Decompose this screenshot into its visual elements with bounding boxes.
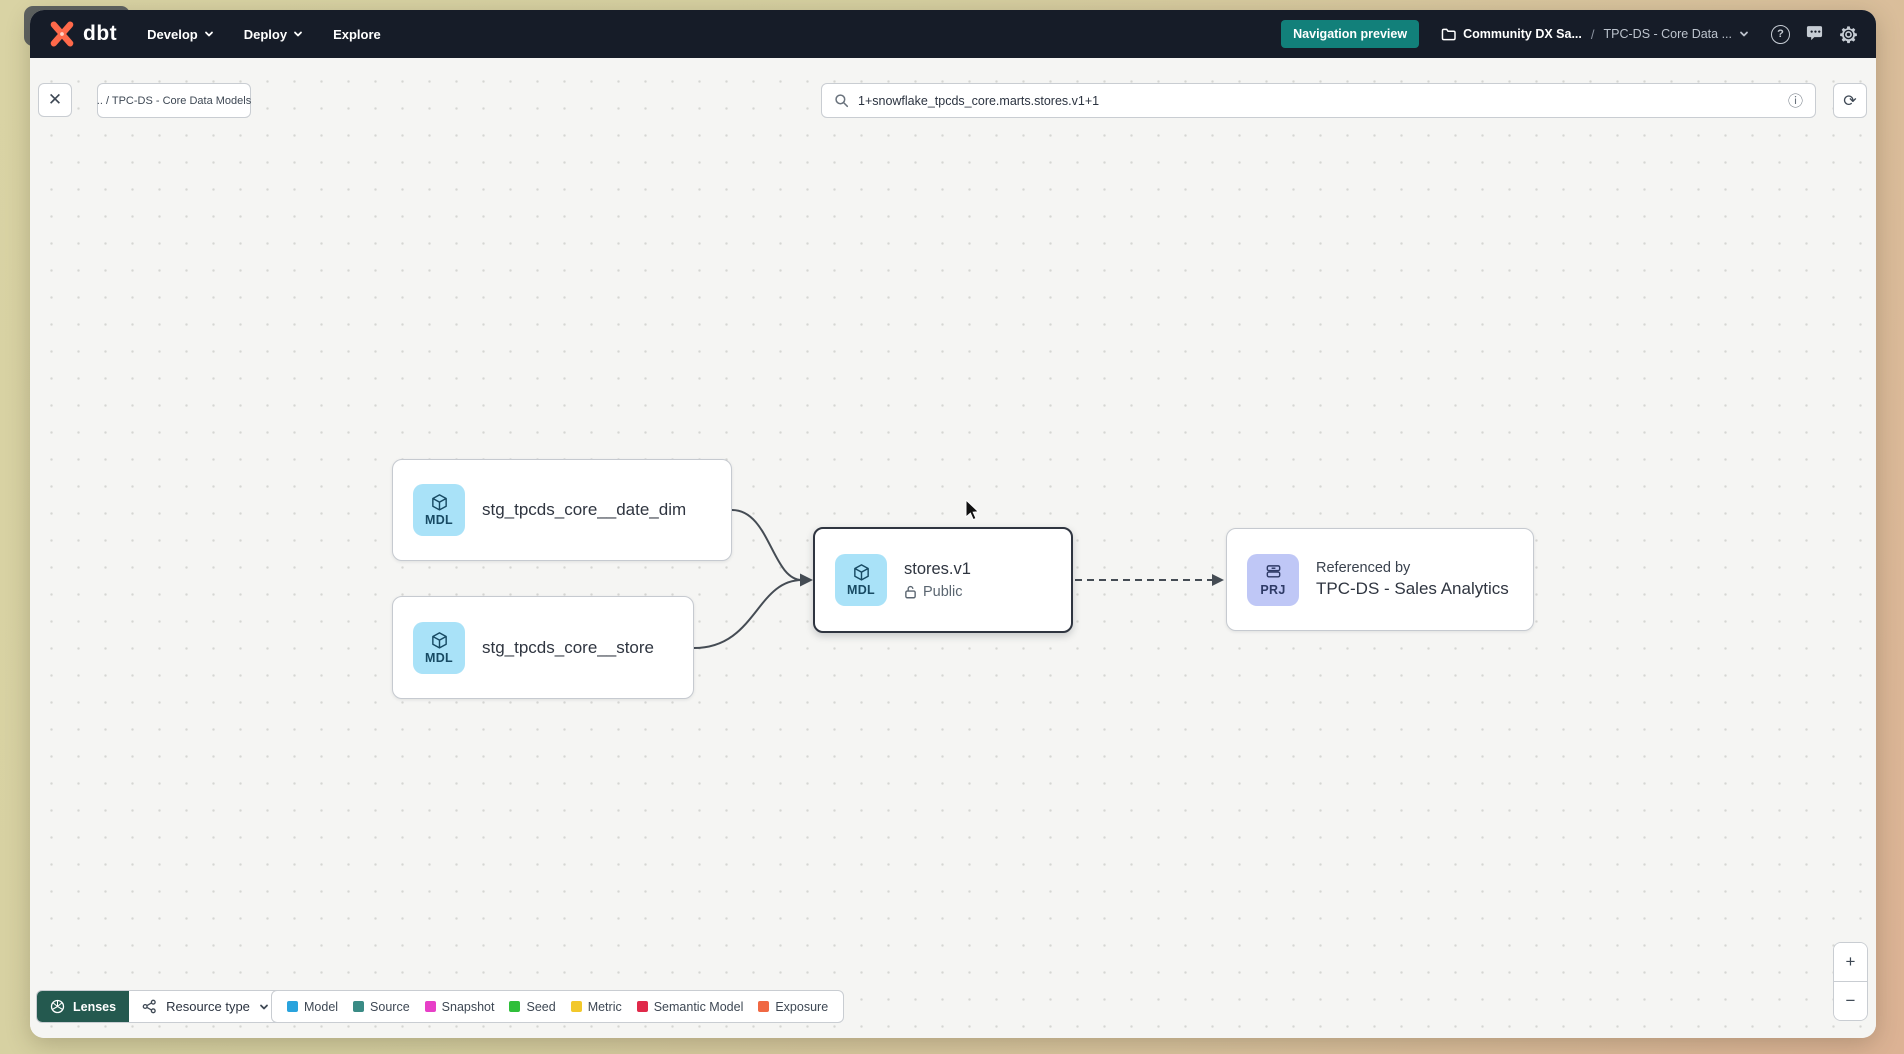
node-label: TPC-DS - Sales Analytics: [1316, 579, 1509, 598]
search-input[interactable]: [858, 93, 1779, 108]
refresh-button[interactable]: ⟳: [1833, 83, 1867, 118]
navigation-preview-badge[interactable]: Navigation preview: [1281, 20, 1420, 48]
arrowhead-icon: [1212, 574, 1224, 586]
logo-text: dbt: [83, 22, 118, 45]
dbt-logo[interactable]: dbt: [48, 20, 117, 48]
edge-store-to-stores: [693, 579, 803, 649]
nav-develop[interactable]: Develop: [147, 27, 214, 42]
zoom-out-button[interactable]: −: [1834, 982, 1867, 1020]
top-navbar: dbt Develop Deploy Explore Navigation pr…: [30, 10, 1876, 58]
unlock-icon: [905, 585, 916, 599]
graph-nodes-icon: [142, 999, 156, 1014]
legend-swatch: [758, 1001, 770, 1012]
legend-swatch: [424, 1001, 436, 1012]
path-separator: /: [1590, 26, 1595, 42]
dbt-logo-icon: [50, 21, 74, 47]
legend-item: Snapshot: [424, 1000, 494, 1014]
access-label: Public: [923, 584, 963, 600]
gear-icon[interactable]: [1839, 25, 1858, 44]
archive-icon: [1266, 564, 1280, 577]
legend-swatch: [353, 1001, 365, 1012]
model-badge: MDL: [413, 484, 465, 536]
chevron-down-icon: [294, 31, 302, 37]
legend-item: Seed: [509, 1000, 556, 1014]
lens-aperture-icon: [50, 999, 65, 1014]
node-stores-v1[interactable]: MDL stores.v1 Public: [813, 527, 1073, 633]
resource-type-legend: Model Source Snapshot Seed Metric Semant…: [271, 990, 845, 1023]
node-referenced-project[interactable]: PRJ Referenced by TPC-DS - Sales Analyti…: [1226, 528, 1534, 631]
cube-icon: [431, 631, 447, 649]
legend-item: Model: [287, 1000, 338, 1014]
node-label: stg_tpcds_core__date_dim: [482, 500, 687, 519]
project-badge: PRJ: [1247, 553, 1299, 606]
legend-swatch: [509, 1001, 521, 1012]
edge-date-dim-to-stores: [731, 509, 803, 581]
resource-type-button[interactable]: Resource type: [129, 991, 282, 1022]
node-stg-tpcds-core-date-dim[interactable]: MDL stg_tpcds_core__date_dim: [392, 459, 732, 561]
legend-swatch: [636, 1001, 648, 1012]
legend-swatch: [287, 1001, 298, 1012]
close-button[interactable]: ✕: [38, 83, 72, 117]
search-icon: [835, 94, 849, 108]
nav-explore[interactable]: Explore: [333, 26, 381, 42]
nav-deploy[interactable]: Deploy: [244, 27, 303, 42]
node-label: stg_tpcds_core__store: [482, 637, 654, 657]
help-icon[interactable]: ?: [1771, 24, 1790, 44]
node-stg-tpcds-core-store[interactable]: MDL stg_tpcds_core__store: [392, 596, 694, 699]
lineage-canvas[interactable]: ✕ .. / TPC-DS - Core Data Models ⓘ ⟳: [30, 58, 1876, 1038]
lenses-button[interactable]: Lenses: [37, 991, 130, 1022]
info-icon[interactable]: ⓘ: [1787, 93, 1803, 110]
chevron-down-icon: [260, 1004, 268, 1009]
zoom-controls: + −: [1833, 942, 1868, 1021]
node-label: stores.v1: [904, 560, 971, 578]
app-window: dbt Develop Deploy Explore Navigation pr…: [30, 10, 1876, 1038]
breadcrumb[interactable]: .. / TPC-DS - Core Data Models: [97, 83, 251, 118]
model-badge: MDL: [835, 554, 887, 606]
cube-icon: [431, 494, 447, 511]
account-picker[interactable]: Community DX Sa...: [1441, 27, 1582, 41]
chevron-down-icon: [204, 31, 213, 37]
chevron-down-icon: [1740, 31, 1748, 37]
legend-item: Exposure: [758, 1000, 828, 1014]
arrowhead-icon: [800, 573, 813, 587]
model-badge: MDL: [413, 621, 465, 674]
referenced-by-label: Referenced by: [1316, 560, 1411, 576]
feedback-icon[interactable]: [1805, 25, 1824, 43]
folder-icon: [1441, 28, 1456, 40]
zoom-in-button[interactable]: +: [1834, 943, 1867, 982]
mouse-cursor: [965, 500, 980, 521]
legend-item: Semantic Model: [636, 1000, 743, 1014]
legend-item: Metric: [570, 1000, 622, 1014]
project-picker[interactable]: TPC-DS - Core Data ...: [1604, 27, 1750, 41]
lens-controls: Lenses Resource type: [36, 990, 283, 1023]
legend-item: Source: [353, 1000, 410, 1014]
lineage-search: ⓘ: [821, 83, 1816, 118]
cube-icon: [853, 564, 869, 581]
legend-swatch: [570, 1001, 582, 1012]
